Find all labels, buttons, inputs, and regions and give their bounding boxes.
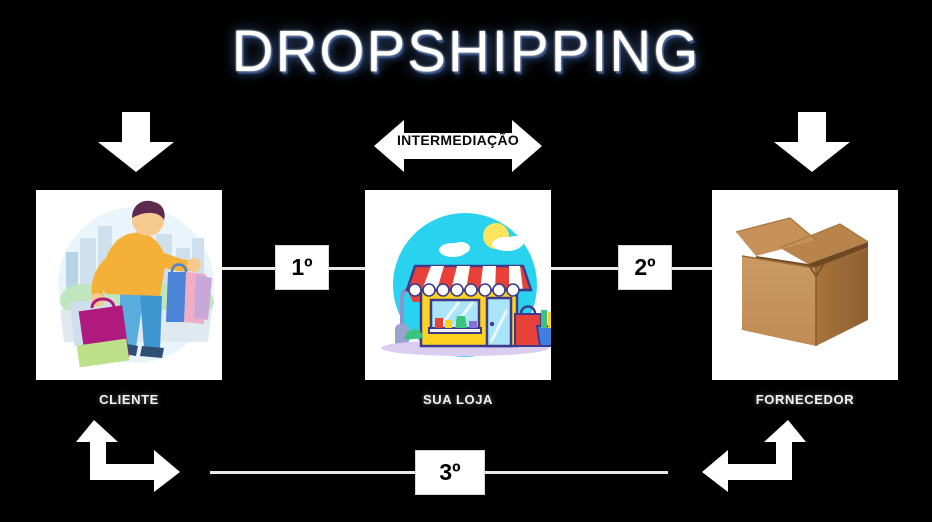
shopper-with-bags-illustration (36, 190, 222, 380)
bent-arrow-up-right-icon (62, 420, 182, 492)
panel-cliente (36, 190, 222, 380)
bent-arrow-up-left-icon (700, 420, 820, 492)
panel-sua-loja (365, 190, 551, 380)
caption-sua-loja: SUA LOJA (422, 392, 494, 407)
step-label-2: 2º (618, 245, 672, 290)
double-headed-horizontal-arrow-icon (374, 118, 542, 174)
step-label-3: 3º (415, 450, 485, 495)
intermediation-label: INTERMEDIAÇÃO (396, 132, 520, 148)
open-cardboard-box-illustration (712, 190, 898, 380)
caption-fornecedor: FORNECEDOR (755, 392, 855, 407)
arrow-down-icon (96, 112, 176, 174)
arrow-down-icon (772, 112, 852, 174)
storefront-shop-illustration (365, 190, 551, 380)
caption-cliente: CLIENTE (99, 392, 159, 407)
step-label-1: 1º (275, 245, 329, 290)
panel-fornecedor (712, 190, 898, 380)
page-title: DROPSHIPPING (231, 19, 701, 84)
